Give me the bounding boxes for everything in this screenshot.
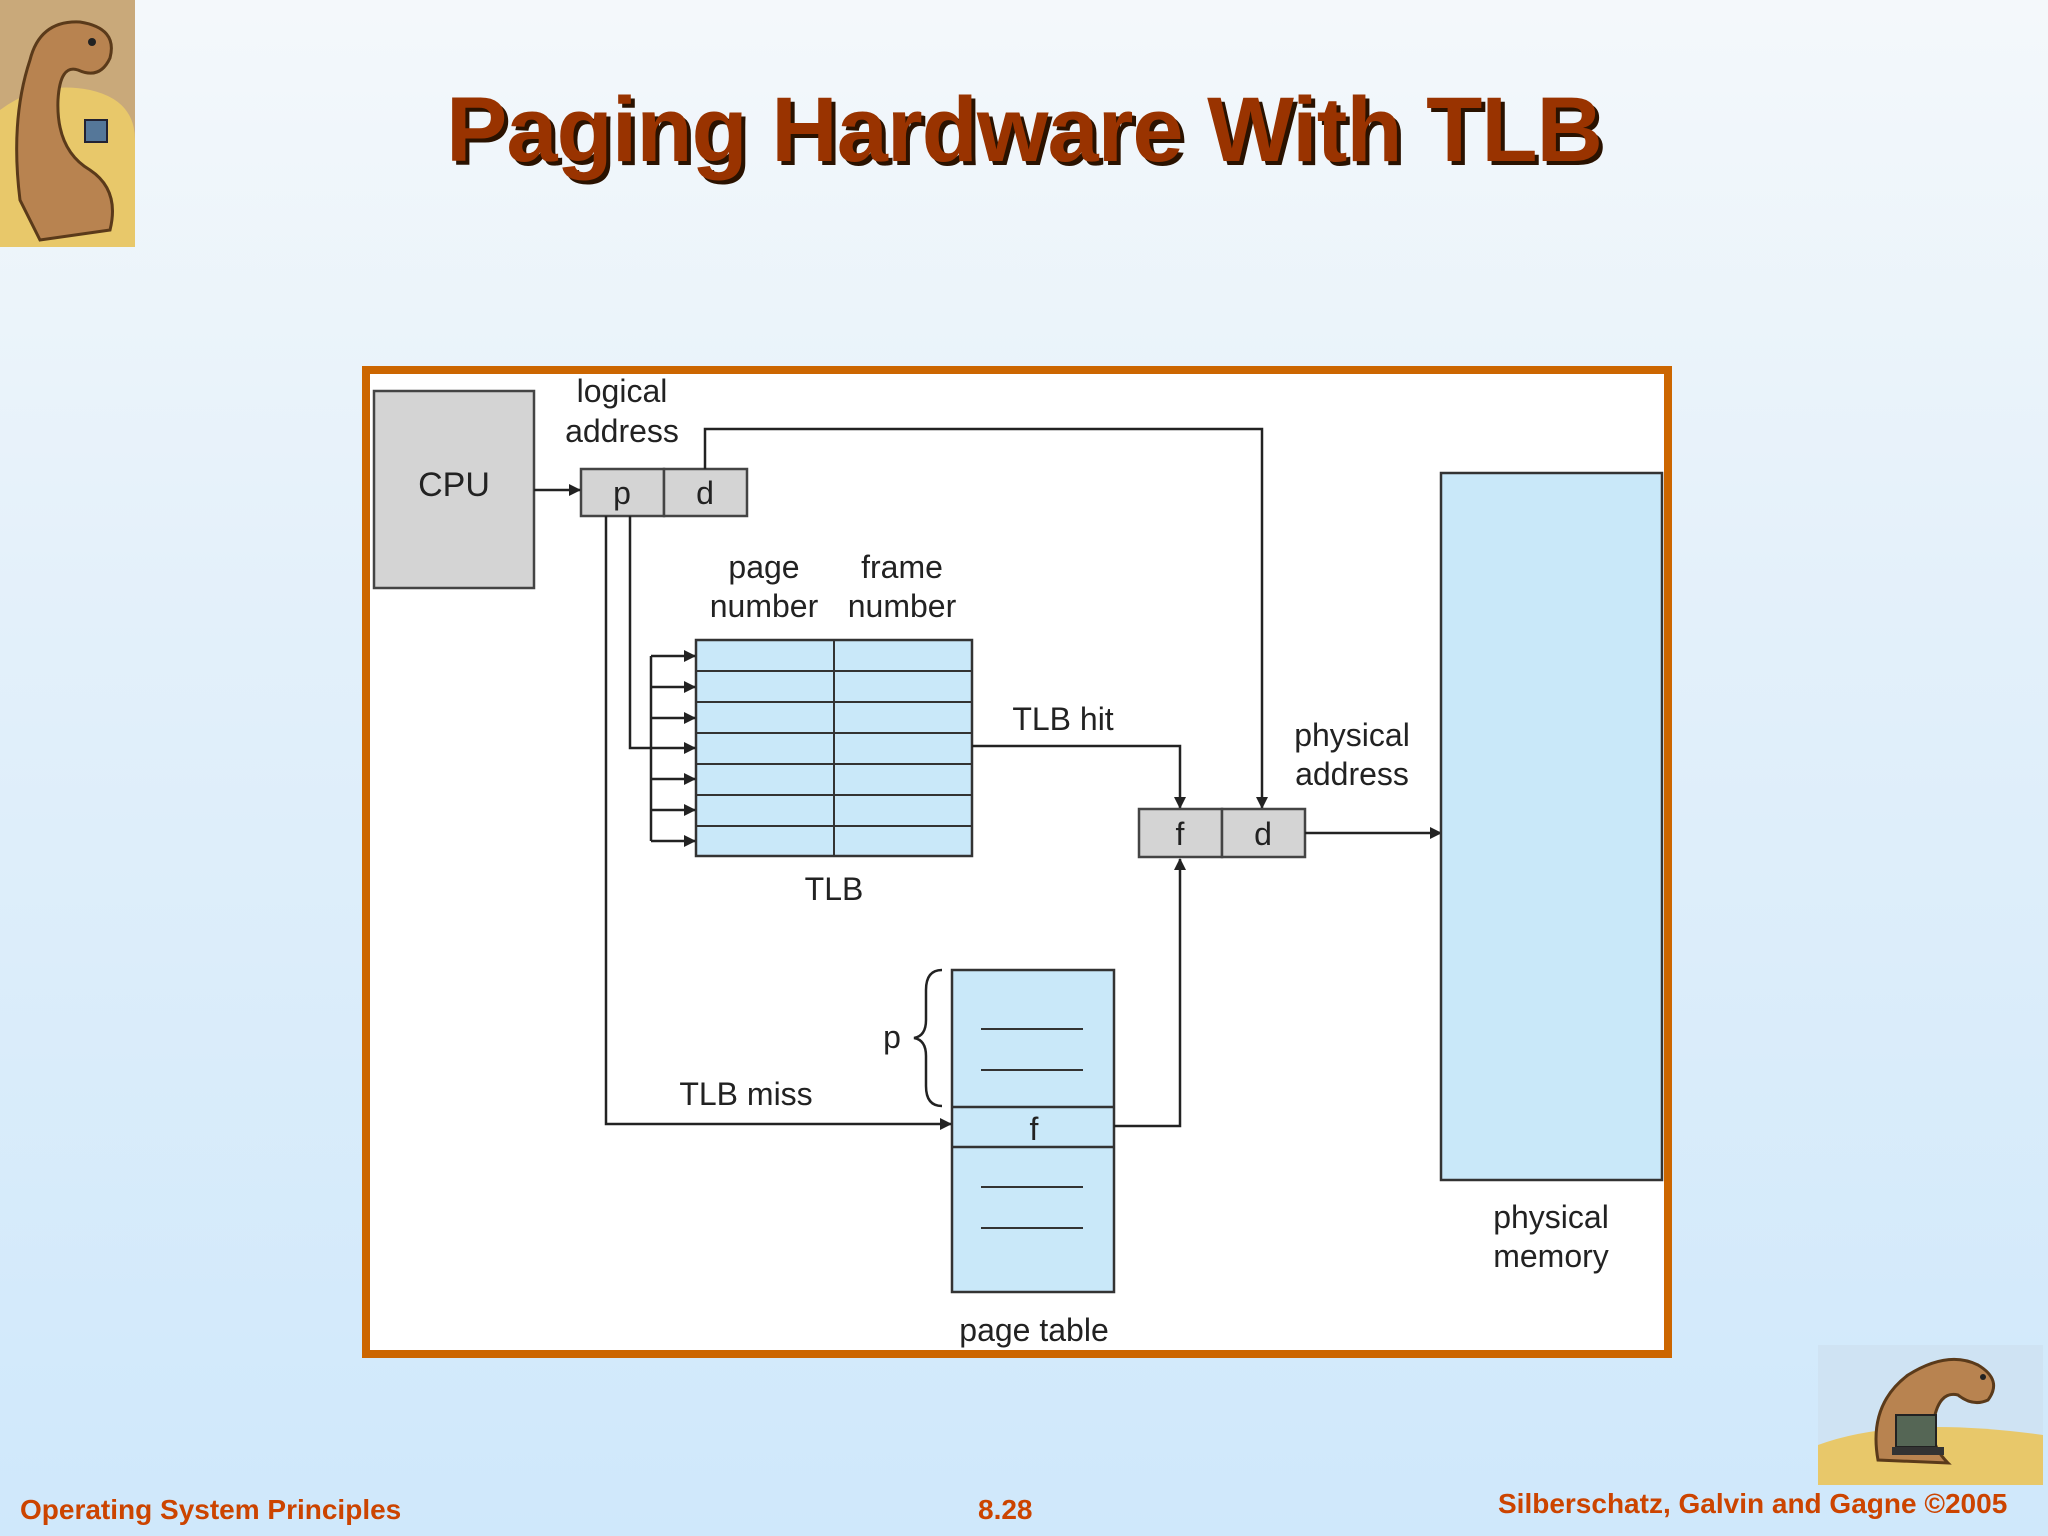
cpu-label: CPU xyxy=(418,466,490,504)
slide-title: Paging Hardware With TLB xyxy=(446,79,1603,181)
physical-memory-label-line2: memory xyxy=(1493,1238,1609,1274)
page-table-to-frame-path xyxy=(1114,858,1186,1128)
tlb-col2-header-line2: number xyxy=(848,588,957,624)
page-table-label: page table xyxy=(959,1312,1108,1348)
tlb-col1-header-line1: page xyxy=(728,549,799,585)
logical-address-register-p xyxy=(579,467,666,518)
physical-memory-label-line1: physical xyxy=(1493,1199,1609,1235)
offset-d-path xyxy=(703,427,1268,809)
page-table xyxy=(950,968,1116,1294)
tlb-table xyxy=(694,638,974,858)
physical-address-register-f xyxy=(1137,807,1224,859)
tlb-label: TLB xyxy=(805,871,864,907)
tlb-miss-label: TLB miss xyxy=(679,1076,812,1112)
tlb-associative-search-lines xyxy=(628,516,696,847)
footer-left: Operating System Principles xyxy=(20,1494,402,1525)
tlb-hit-label: TLB hit xyxy=(1012,701,1113,737)
dinosaur-mascot-bottom-right xyxy=(1818,1345,2043,1485)
page-table-brace xyxy=(913,968,943,1108)
physical-f-label: f xyxy=(1176,816,1185,852)
tlb-hit-path xyxy=(972,744,1186,809)
cpu-box xyxy=(372,389,536,590)
physical-address-register-d xyxy=(1220,807,1307,859)
logical-d-label: d xyxy=(696,475,714,511)
physical-address-label-line2: address xyxy=(1295,756,1409,792)
tlb-col1-header-line2: number xyxy=(710,588,819,624)
logical-address-label-line1: logical xyxy=(577,373,668,409)
dinosaur-mascot-top-left xyxy=(0,0,135,247)
footer-page-number: 8.28 xyxy=(978,1494,1033,1525)
footer-right: Silberschatz, Galvin and Gagne ©2005 xyxy=(1498,1488,2008,1519)
physical-memory-box xyxy=(1439,471,1664,1182)
physical-d-label: d xyxy=(1254,816,1272,852)
tlb-col2-header-line1: frame xyxy=(861,549,943,585)
physical-address-label-line1: physical xyxy=(1294,717,1410,753)
logical-p-label: p xyxy=(613,475,631,511)
page-table-f-label: f xyxy=(1030,1111,1039,1147)
tlb-miss-path xyxy=(604,516,952,1130)
logical-address-label-line2: address xyxy=(565,413,679,449)
page-table-p-label: p xyxy=(883,1019,901,1055)
